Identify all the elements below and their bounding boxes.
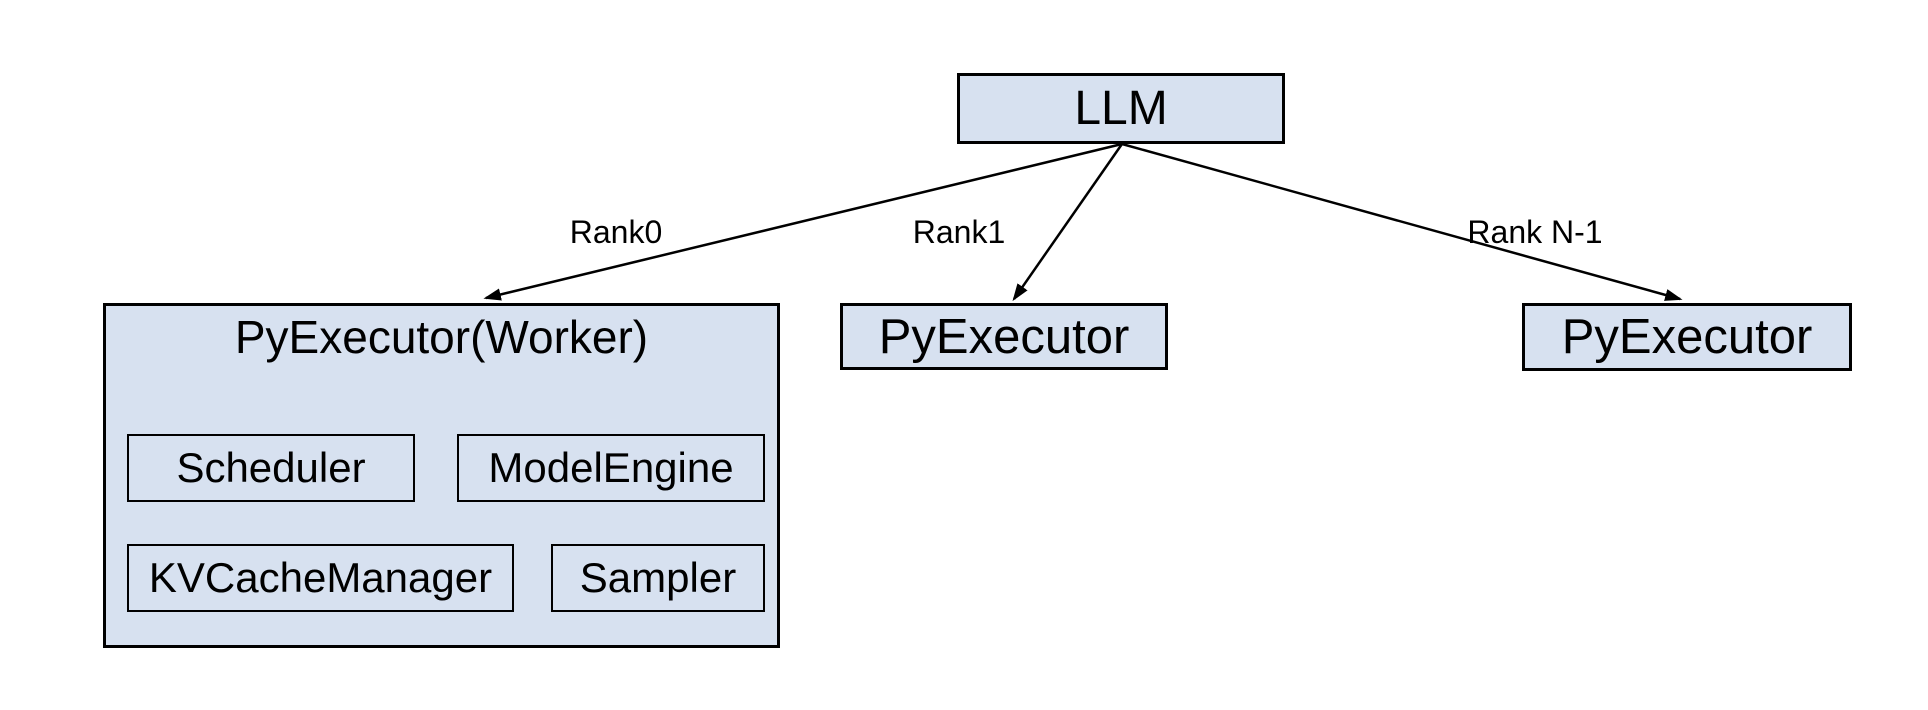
kvcachemanager-box: KVCacheManager	[127, 544, 514, 612]
pyexecutor-worker-box: PyExecutor(Worker) Scheduler ModelEngine…	[103, 303, 780, 648]
llm-box: LLM	[957, 73, 1285, 144]
pyexecutor-rank1-box: PyExecutor	[840, 303, 1168, 370]
pyexecutor-rank-n-1-box: PyExecutor	[1522, 303, 1852, 371]
edge-label-rank0: Rank0	[569, 214, 663, 250]
edge-rank1-line	[1012, 143, 1124, 302]
modelengine-box: ModelEngine	[457, 434, 765, 502]
modelengine-label: ModelEngine	[488, 444, 734, 491]
pyexecutor-rank1-label: PyExecutor	[878, 309, 1130, 364]
edge-label-rank1: Rank1	[912, 214, 1006, 250]
edge-label-rank-n-1: Rank N-1	[1467, 214, 1603, 250]
scheduler-box: Scheduler	[127, 434, 415, 502]
pyexecutor-rank-n-1-label: PyExecutor	[1561, 310, 1813, 364]
pyexecutor-worker-title: PyExecutor(Worker)	[234, 311, 649, 363]
llm-box-label: LLM	[1074, 82, 1168, 135]
sampler-label: Sampler	[579, 554, 737, 601]
sampler-box: Sampler	[551, 544, 765, 612]
kvcachemanager-label: KVCacheManager	[148, 554, 493, 601]
scheduler-label: Scheduler	[176, 444, 366, 491]
